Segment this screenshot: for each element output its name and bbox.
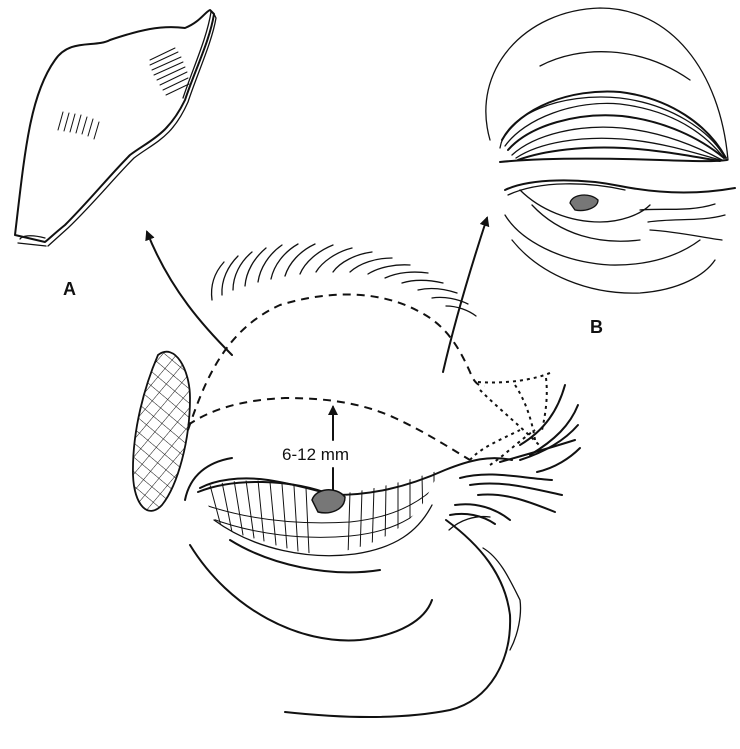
eyebrow-hairs (212, 244, 476, 316)
panel-a-label: A (63, 279, 76, 299)
arrow-to-panel-a (147, 232, 232, 355)
arrow-to-panel-b (443, 218, 487, 372)
excised-skin-strip (15, 10, 216, 246)
measurement-label: 6-12 mm (282, 445, 349, 464)
eye-and-lids (185, 458, 521, 717)
brow-ptosis-detail (486, 8, 735, 293)
panel-b-label: B (590, 317, 603, 337)
excision-outline (188, 295, 552, 465)
lateral-wrinkles (450, 385, 580, 524)
crosshatched-fat-pad (133, 352, 190, 511)
